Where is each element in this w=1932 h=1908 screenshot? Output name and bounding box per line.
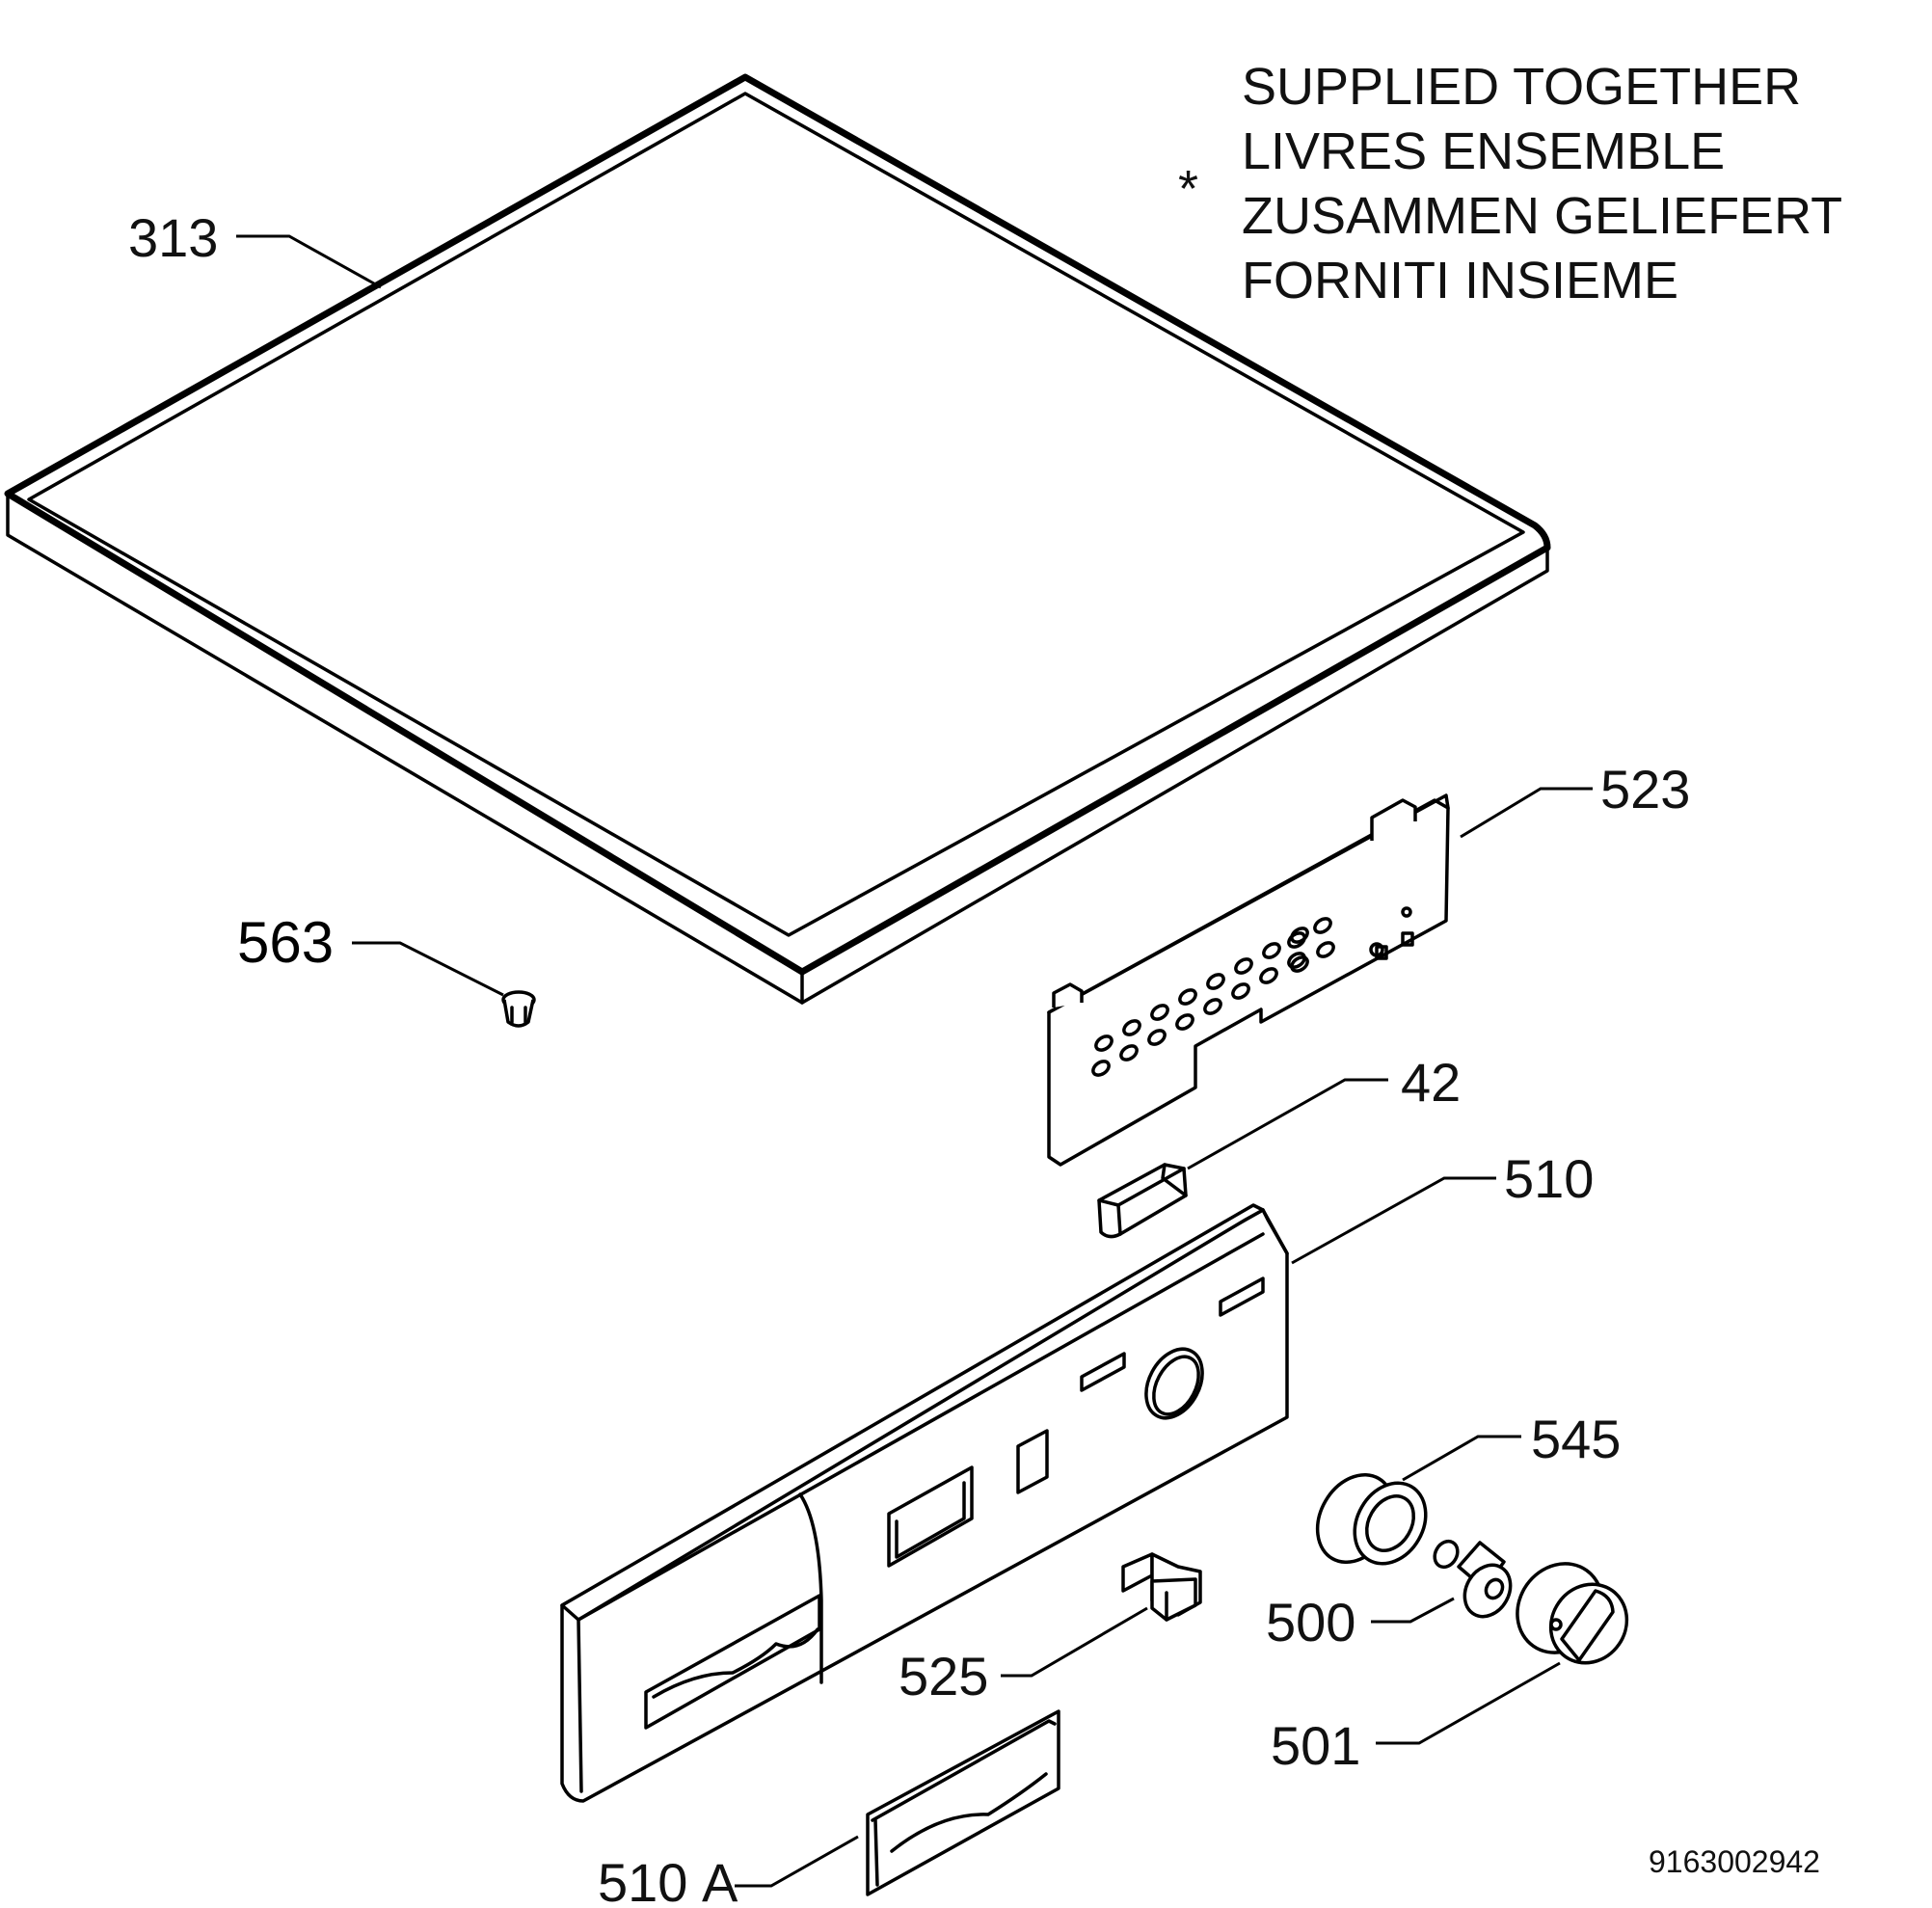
control-panel-510	[560, 1203, 1289, 1803]
drawing-number: 9163002942	[1649, 1844, 1820, 1879]
legend-line-it: FORNITI INSIEME	[1242, 252, 1678, 309]
label-510: 510	[1291, 1148, 1594, 1265]
clip-42	[1097, 1163, 1188, 1239]
legend-line-fr: LIVRES ENSEMBLE	[1242, 122, 1725, 180]
board-hole	[1316, 941, 1335, 958]
board-hole	[1178, 988, 1197, 1006]
worktop-panel-313	[4, 73, 1551, 1005]
plug-563	[501, 990, 536, 1028]
knob-ring-545	[1315, 1472, 1428, 1566]
svg-text:510: 510	[1504, 1148, 1594, 1209]
board-hole	[1150, 1004, 1169, 1021]
svg-text:501: 501	[1271, 1715, 1360, 1776]
board-hole	[1313, 917, 1332, 934]
legend-asterisk: *	[1178, 160, 1198, 218]
board-hole	[1091, 1060, 1111, 1077]
board-hole	[1206, 973, 1225, 990]
svg-text:42: 42	[1401, 1052, 1461, 1113]
svg-text:510: 510	[598, 1852, 687, 1908]
label-563: 563	[237, 910, 504, 997]
electronic-board-523	[1047, 793, 1450, 1167]
board-hole	[1147, 1029, 1167, 1046]
label-313: 313	[128, 207, 382, 289]
board-hole	[1262, 942, 1281, 959]
board-hole	[1231, 982, 1250, 1000]
legend-line-de: ZUSAMMEN GELIEFERT	[1242, 187, 1842, 245]
knob-501	[1516, 1562, 1629, 1665]
label-545: 545	[1402, 1409, 1621, 1482]
svg-text:525: 525	[899, 1646, 988, 1706]
board-hole	[1234, 957, 1253, 975]
label-501: 501	[1271, 1661, 1561, 1776]
supplied-together-legend: * SUPPLIED TOGETHER LIVRES ENSEMBLE ZUSA…	[1178, 58, 1842, 309]
board-hole	[1175, 1013, 1194, 1031]
label-500: 500	[1266, 1592, 1455, 1653]
label-42: 42	[1187, 1052, 1461, 1170]
board-hole	[1203, 998, 1222, 1015]
svg-text:523: 523	[1600, 759, 1690, 820]
board-hole	[1287, 952, 1306, 969]
label-523: 523	[1460, 759, 1690, 839]
svg-text:563: 563	[237, 910, 334, 975]
board-hole	[1259, 967, 1278, 984]
svg-text:500: 500	[1266, 1592, 1355, 1653]
legend-line-en: SUPPLIED TOGETHER	[1242, 58, 1801, 116]
svg-text:545: 545	[1531, 1409, 1621, 1469]
board-hole	[1287, 931, 1306, 949]
board-button-holes	[1091, 917, 1335, 1077]
svg-text:313: 313	[128, 207, 218, 268]
board-hole	[1094, 1035, 1114, 1052]
label-510a: 510 A	[598, 1835, 859, 1908]
panel-insert-510a	[866, 1709, 1060, 1896]
label-525: 525	[899, 1606, 1148, 1706]
knob-insert-500	[1433, 1539, 1513, 1619]
svg-text:A: A	[702, 1852, 738, 1908]
push-button-525	[1121, 1552, 1202, 1622]
board-hole	[1119, 1044, 1139, 1061]
board-hole	[1290, 955, 1309, 973]
board-hole	[1122, 1019, 1141, 1036]
